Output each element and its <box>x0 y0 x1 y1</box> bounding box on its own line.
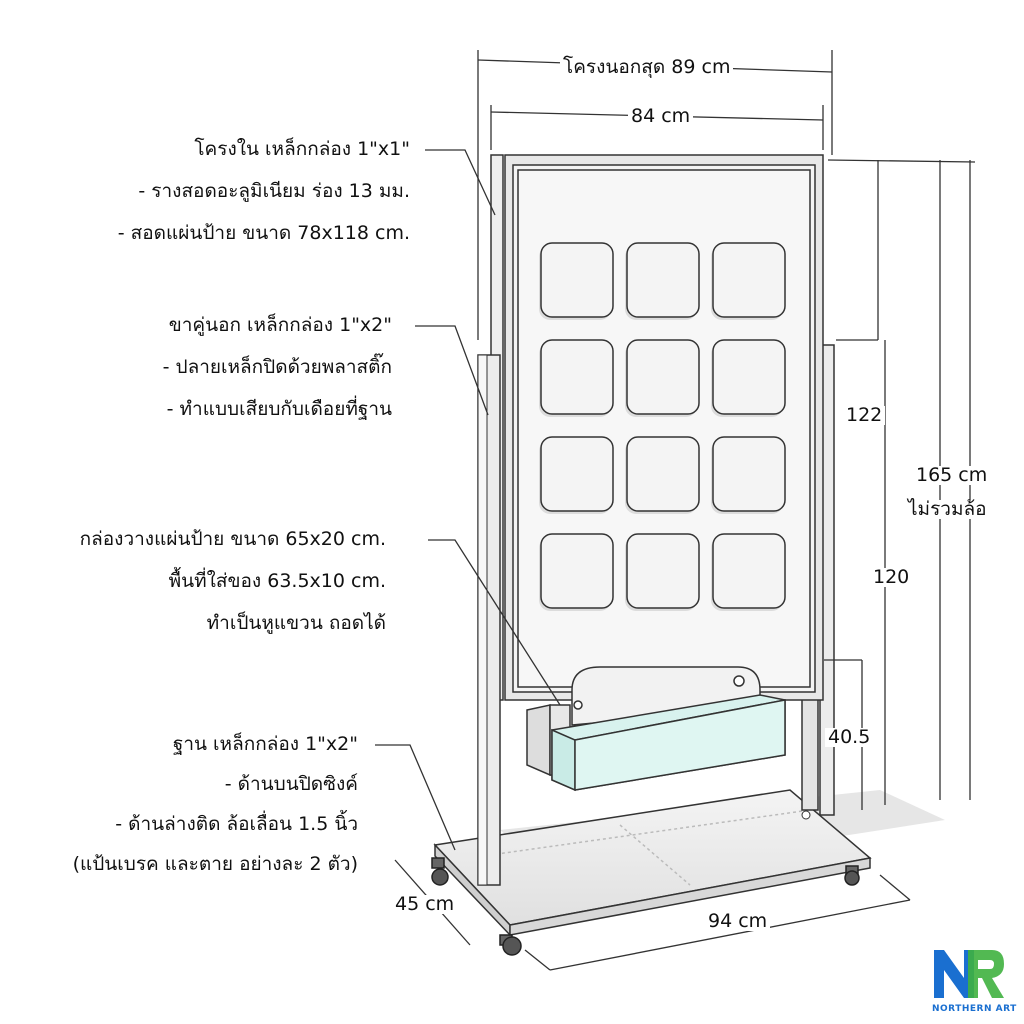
panel-grid <box>539 242 786 611</box>
display-panel <box>626 242 700 318</box>
dim-40-5: 40.5 <box>825 728 874 747</box>
dim-total-height-note: ไม่รวมล้อ <box>905 500 990 519</box>
callout-inner-frame-3: - สอดแผ่นป้าย ขนาด 78x118 cm. <box>117 222 410 244</box>
callout-sign-box-1: กล่องวางแผ่นป้าย ขนาด 65x20 cm. <box>79 528 386 550</box>
dim-total-height: 165 cm <box>913 466 991 485</box>
callout-base-4: (แป้นเบรค และตาย อย่างละ 2 ตัว) <box>72 853 358 875</box>
display-panel <box>540 436 614 512</box>
display-panel <box>626 533 700 609</box>
display-panel <box>626 436 700 512</box>
callout-base-2: - ด้านบนปิดซิงค์ <box>224 773 358 795</box>
display-panel <box>540 242 614 318</box>
northern-art-logo <box>934 950 1004 998</box>
callout-base-3: - ด้านล่างติด ล้อเลื่อน 1.5 นิ้ว <box>115 813 358 835</box>
display-panel <box>712 242 786 318</box>
display-panel <box>540 339 614 415</box>
display-panel <box>712 533 786 609</box>
dim-120: 120 <box>870 568 913 587</box>
dim-depth: 45 cm <box>392 895 458 914</box>
dim-inner-width: 84 cm <box>628 107 694 126</box>
callout-outer-legs-1: ขาคู่นอก เหล็กกล่อง 1"x2" <box>168 314 392 336</box>
display-panel <box>712 339 786 415</box>
display-panel <box>712 436 786 512</box>
base-platform <box>433 789 872 937</box>
callout-outer-legs-2: - ปลายเหล็กปิดด้วยพลาสติ๊ก <box>162 356 392 378</box>
dim-122: 122 <box>843 406 886 425</box>
callout-outer-legs-3: - ทำแบบเสียบกับเดือยที่ฐาน <box>166 398 392 420</box>
dim-base-width: 94 cm <box>705 912 771 931</box>
callout-sign-box-3: ทำเป็นหูแขวน ถอดได้ <box>206 612 386 634</box>
callout-inner-frame-1: โครงใน เหล็กกล่อง 1"x1" <box>194 138 410 160</box>
caster-wheels <box>431 857 860 956</box>
callout-sign-box-2: พื้นที่ใส่ของ 63.5x10 cm. <box>168 570 386 592</box>
sign-frame <box>504 154 824 701</box>
dim-outer-width: โครงนอกสุด 89 cm <box>560 58 734 77</box>
display-panel <box>540 533 614 609</box>
logo-text: NORTHERN ART <box>932 1004 1017 1014</box>
display-panel <box>626 339 700 415</box>
callout-base-1: ฐาน เหล็กกล่อง 1"x2" <box>172 733 358 755</box>
sign-box <box>526 666 786 792</box>
callout-inner-frame-2: - รางสอดอะลูมิเนียม ร่อง 13 มม. <box>138 180 410 202</box>
